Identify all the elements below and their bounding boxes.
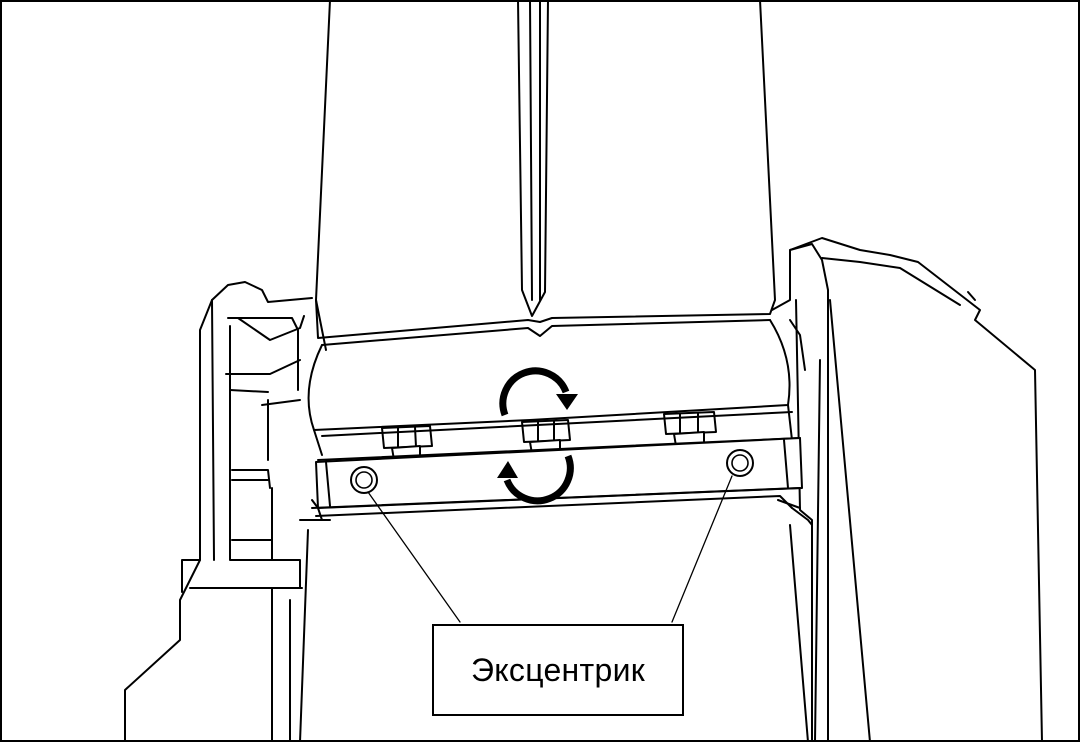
tower-head [307, 319, 793, 456]
lower-body [299, 524, 809, 742]
eccentric-left [350, 466, 378, 494]
rotate-clockwise-arrow-icon [499, 367, 578, 417]
leader-line-right [671, 475, 733, 623]
eccentric-callout-box: Эксцентрик [432, 624, 684, 716]
left-housing [124, 281, 313, 742]
rotate-counterclockwise-arrow-icon [497, 454, 574, 505]
eccentric-right [726, 449, 754, 477]
eccentric-label: Эксцентрик [470, 651, 646, 688]
leader-line-left [367, 491, 461, 623]
right-housing [771, 237, 1043, 742]
central-tower [315, 0, 776, 351]
